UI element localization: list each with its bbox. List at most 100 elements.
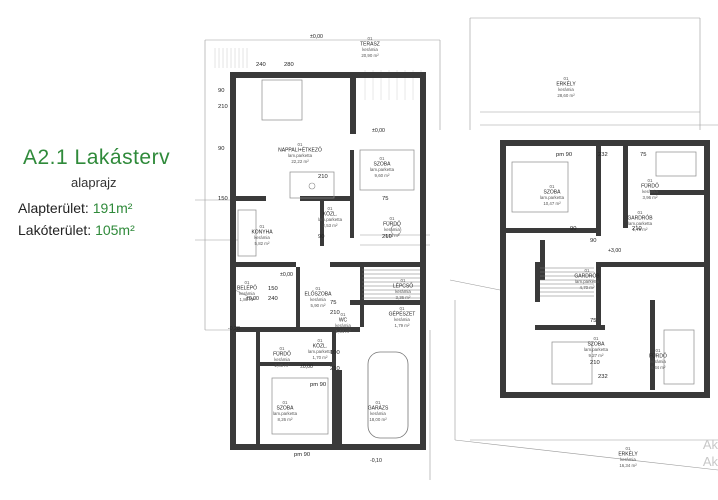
wall-segment xyxy=(596,146,601,236)
room-area: 16,34 m² xyxy=(619,463,637,468)
room-number: 01 xyxy=(245,280,250,285)
room-name: KONYHA xyxy=(251,230,273,236)
room-number: 01 xyxy=(341,312,346,317)
room-name: GARÁZS xyxy=(368,405,389,412)
dimension-label: 210 xyxy=(590,360,600,366)
room-floor: kerámia xyxy=(394,317,410,322)
room-area: 18,00 m² xyxy=(369,417,387,422)
room-area: 1,78 m² xyxy=(633,227,648,232)
room-floor: kerámia xyxy=(558,87,574,92)
level-marker: ±0,00 xyxy=(280,272,293,278)
level-marker: ±0,00 xyxy=(300,364,313,370)
room-name: KÖZL. xyxy=(323,211,337,218)
room-area: 9,60 m² xyxy=(375,173,390,178)
wall-segment xyxy=(596,267,601,327)
wall-segment xyxy=(236,196,266,201)
room-number: 01 xyxy=(638,210,643,215)
plan-subtitle: alaprajz xyxy=(71,175,117,190)
wall-segment xyxy=(360,267,364,327)
furniture-item xyxy=(663,329,695,385)
room-floor: lam.parketta xyxy=(308,349,333,354)
dimension-label: pm 90 xyxy=(556,152,572,158)
room-area: 20,90 m² xyxy=(361,53,379,58)
room-floor: lam.parketta xyxy=(584,347,609,352)
guide-line xyxy=(234,289,256,301)
room-area: 1,79 m² xyxy=(395,323,410,328)
room-area: 5,90 m² xyxy=(311,303,326,308)
furniture-item xyxy=(237,209,257,257)
room-area: 2,80 m² xyxy=(275,363,290,368)
watermark: Ak Ak xyxy=(703,436,718,470)
dimension-label: 90 xyxy=(218,88,224,94)
room-floor: kerámia xyxy=(335,323,351,328)
room-number: 01 xyxy=(585,268,590,273)
room-area: 1,44 m² xyxy=(336,329,351,334)
wall-segment xyxy=(650,190,710,195)
plan-title-block: A2.1 Lakásterv alaprajz Alapterület: 191… xyxy=(18,146,198,238)
dimension-label: 240 xyxy=(268,296,278,302)
plan-title: A2.1 Lakásterv xyxy=(23,146,171,169)
wall-segment xyxy=(540,240,545,280)
furniture-item xyxy=(655,151,697,177)
wall-segment xyxy=(336,370,342,450)
wall-segment xyxy=(704,140,710,398)
dimension-label: pm 90 xyxy=(294,452,310,458)
dimension-label: 210 xyxy=(330,310,340,316)
room-name: TERASZ xyxy=(360,42,380,48)
room-floor: kerámia xyxy=(642,189,658,194)
room-name: GÉPÉSZET xyxy=(389,311,416,318)
room-number: 01 xyxy=(626,446,631,451)
room-area: 1,80 m² xyxy=(240,297,255,302)
area-value: 105m² xyxy=(95,222,135,238)
wall-segment xyxy=(350,150,354,238)
wall-segment xyxy=(236,327,360,332)
wall-segment xyxy=(332,327,336,447)
dimension-label: 75 xyxy=(330,300,336,306)
room-number: 01 xyxy=(400,306,405,311)
level-marker: +3,00 xyxy=(608,248,621,254)
room-name: SZOBA xyxy=(544,190,562,196)
level-marker: ±0,00 xyxy=(310,34,323,40)
area-value: 191m² xyxy=(92,200,133,216)
room-name: KÖZL. xyxy=(313,343,327,350)
watermark-line: Ak xyxy=(702,454,718,469)
room-floor: lam.parketta xyxy=(628,221,653,226)
wall-segment xyxy=(350,72,426,78)
room-number: 01 xyxy=(260,224,265,229)
room-area: 28,60 m² xyxy=(557,93,575,98)
room-number: 01 xyxy=(376,400,381,405)
walls xyxy=(230,72,710,450)
wall-segment xyxy=(535,262,540,302)
wall-segment xyxy=(650,300,655,390)
room-area: 9,27 m² xyxy=(589,353,604,358)
room-floor: kerámia xyxy=(650,359,666,364)
furniture-item xyxy=(390,224,402,236)
furniture-item xyxy=(289,171,335,199)
area-line-living: Lakóterület: 105m² xyxy=(18,222,198,238)
room-area: 1,70 m² xyxy=(313,355,328,360)
room-name: GARDRÓB xyxy=(627,215,653,222)
dimension-label: 210 xyxy=(330,366,340,372)
room-number: 01 xyxy=(316,286,321,291)
room-number: 01 xyxy=(564,76,569,81)
wall-segment xyxy=(236,262,296,267)
room-name: SZOBA xyxy=(277,406,295,412)
dimension-label: 150 xyxy=(218,196,228,202)
area-label: Alapterület: xyxy=(18,200,89,216)
room-number: 01 xyxy=(280,346,285,351)
room-name: ERKÉLY xyxy=(618,451,638,458)
wall-segment xyxy=(420,72,426,450)
wall-segment xyxy=(256,362,336,366)
room-number: 01 xyxy=(648,178,653,183)
dimension-label: 232 xyxy=(598,152,608,158)
furniture xyxy=(237,79,697,439)
